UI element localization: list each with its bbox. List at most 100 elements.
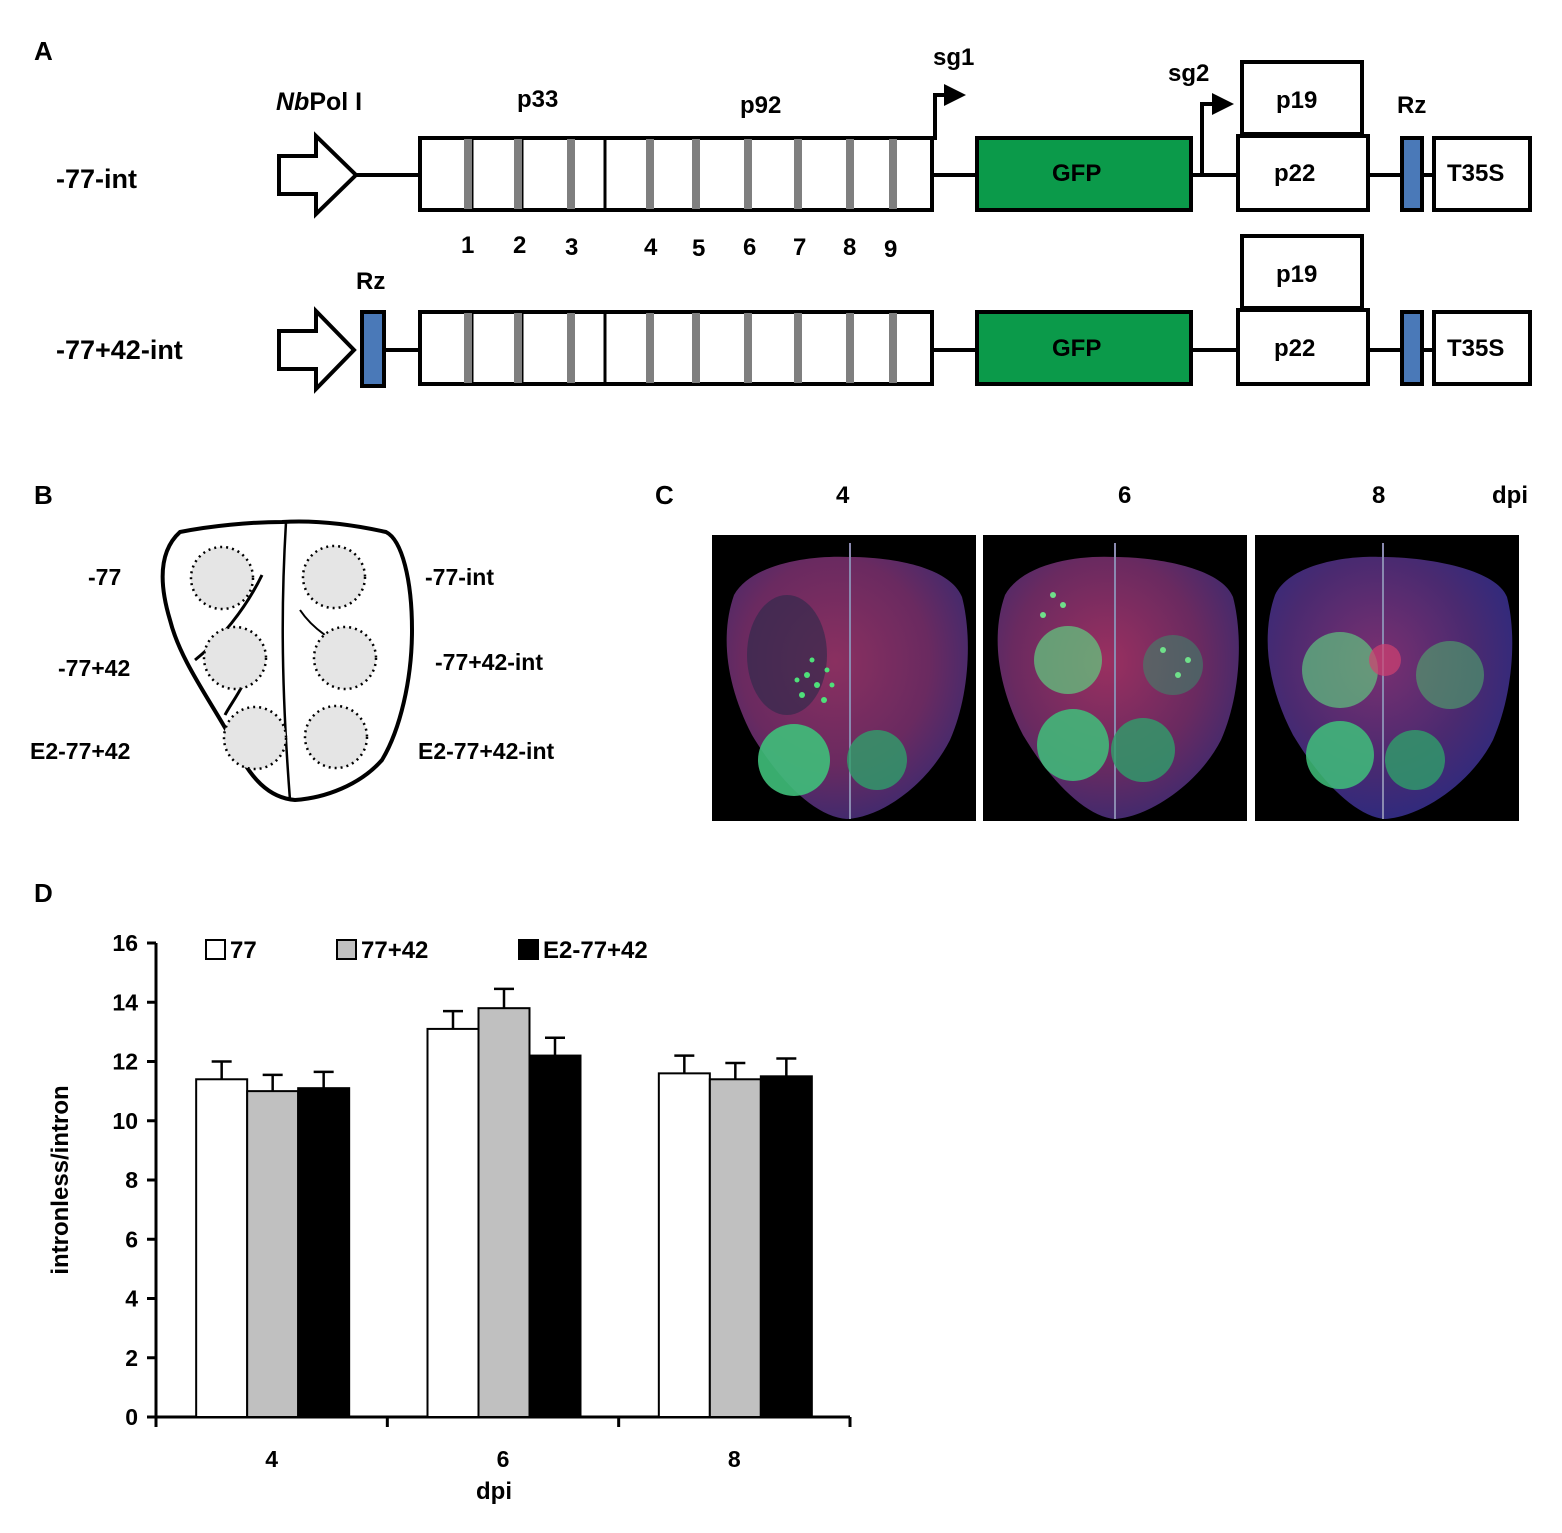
leaf-photo-8dpi-drawing — [1267, 543, 1513, 819]
construct-2-map — [277, 234, 1532, 394]
rz-ribozyme-5prime — [360, 310, 386, 388]
bar-e2-77-42-8 — [759, 1075, 813, 1418]
rz-ribozyme-3prime-1 — [1400, 136, 1424, 212]
y-tick-label: 16 — [112, 930, 138, 956]
leaf-label-right-bottom: E2-77+42-int — [418, 738, 555, 764]
dark-patch — [747, 595, 827, 715]
gfp-box-1 — [975, 136, 1193, 212]
leaf-label-right-top: -77-int — [425, 564, 494, 590]
legend-swatch-e2-77-42 — [518, 939, 539, 960]
gfp-spot — [1385, 730, 1445, 790]
bar-77-42-8 — [708, 1078, 762, 1418]
nbpol1-promoter-arrow-1 — [277, 131, 359, 219]
intron-number: 3 — [565, 234, 579, 261]
gfp-spot — [1111, 718, 1175, 782]
spot-right-top — [301, 544, 367, 610]
legend-label: E2-77+42 — [543, 937, 648, 964]
x-tick-label: 8 — [728, 1446, 741, 1472]
intron-number: 9 — [884, 236, 898, 263]
spot-right-bottom — [303, 704, 369, 770]
panel-a-construct-diagram — [277, 60, 1532, 394]
rz-ribozyme-3prime-2 — [1400, 310, 1424, 386]
t35s-terminator-box-2 — [1432, 310, 1532, 386]
panel-b-letter: B — [34, 480, 53, 510]
leaf-photo-8dpi — [1255, 535, 1519, 821]
leaf-photo-6dpi-drawing — [997, 543, 1239, 819]
y-tick-label: 4 — [125, 1286, 138, 1312]
p33-p92-orf-box-1 — [418, 136, 934, 212]
bar-77-42-6 — [477, 1007, 531, 1419]
x-tick-label: 6 — [497, 1446, 510, 1472]
p92-region-label: p92 — [740, 92, 782, 119]
rz-label-left: Rz — [356, 268, 386, 295]
gfp-label-1: GFP — [1052, 160, 1102, 187]
y-tick-label: 6 — [125, 1226, 138, 1252]
sg2-label: sg2 — [1168, 60, 1210, 87]
gfp-foci — [794, 657, 835, 703]
infiltration-spots — [189, 544, 378, 771]
legend-label: 77+42 — [361, 937, 428, 964]
leaf-label-left-bottom: E2-77+42 — [30, 738, 131, 764]
leaf-label-right-middle: -77+42-int — [435, 649, 544, 675]
gfp-spot — [758, 724, 830, 796]
y-tick-label: 14 — [112, 989, 138, 1015]
intron-markers-1 — [464, 139, 897, 209]
spot-left-bottom — [222, 705, 288, 771]
y-axis-label: intronless/intron — [47, 1085, 74, 1274]
intron-number: 8 — [843, 234, 857, 261]
p22-label-2: p22 — [1274, 335, 1316, 362]
intron-number: 6 — [743, 234, 757, 261]
leaf-photo-6dpi — [983, 535, 1247, 821]
t35s-label-1: T35S — [1447, 160, 1505, 187]
leaf-midrib — [281, 521, 292, 801]
spot-left-middle — [202, 625, 268, 691]
y-tick-label: 12 — [112, 1049, 138, 1075]
y-tick-label: 2 — [125, 1345, 138, 1371]
gfp-spot — [1037, 709, 1109, 781]
gfp-spot — [1302, 632, 1378, 708]
gfp-box-2 — [975, 310, 1193, 386]
p22-label-1: p22 — [1274, 160, 1316, 187]
intron-number: 5 — [692, 235, 706, 262]
timepoint-label-2: 6 — [1118, 482, 1132, 509]
gfp-foci — [1040, 592, 1191, 678]
t35s-terminator-box-1 — [1432, 136, 1532, 212]
leaf-photo-4dpi — [712, 535, 976, 821]
panel-a-letter: A — [34, 36, 53, 66]
intron-number: 4 — [644, 234, 658, 261]
p19-label-2: p19 — [1276, 261, 1318, 288]
p19-label-1: p19 — [1276, 87, 1318, 114]
intron-number: 7 — [793, 234, 807, 261]
gfp-spot — [1034, 626, 1102, 694]
legend-swatch-77-42 — [336, 939, 357, 960]
p33-region-label: p33 — [517, 86, 559, 113]
sg1-arrowhead — [944, 84, 966, 106]
timepoint-label-3: 8 — [1372, 482, 1386, 509]
y-tick-label: 10 — [112, 1108, 138, 1134]
sg1-label: sg1 — [933, 44, 975, 71]
p22-box-1 — [1236, 134, 1370, 212]
p22-box-2 — [1236, 308, 1370, 386]
intron-number: 1 — [461, 232, 475, 259]
legend-swatch-77 — [205, 939, 226, 960]
y-tick-label: 8 — [125, 1167, 138, 1193]
legend-label: 77 — [230, 937, 257, 964]
timepoint-label-1: 4 — [836, 482, 850, 509]
sg2-promoter-arrow — [1200, 102, 1216, 175]
bar-77-8 — [657, 1072, 711, 1418]
intron-markers-2 — [464, 313, 897, 383]
leaf-label-left-middle: -77+42 — [58, 655, 131, 681]
nbpol1-promoter-arrow-2 — [277, 306, 357, 394]
gfp-label-2: GFP — [1052, 335, 1102, 362]
red-spot — [1369, 644, 1401, 676]
panel-c-letter: C — [655, 480, 674, 510]
construct-label-1: -77-int — [56, 164, 137, 194]
leaf-photo-4dpi-drawing — [726, 543, 968, 819]
p33-p92-orf-box-2 — [418, 310, 934, 386]
bar-77-42-4 — [246, 1090, 300, 1418]
p19-box-1 — [1240, 60, 1364, 136]
leaf-vein — [194, 574, 264, 662]
leaf-label-left-top: -77 — [88, 564, 122, 590]
intron-number: 2 — [513, 232, 527, 259]
